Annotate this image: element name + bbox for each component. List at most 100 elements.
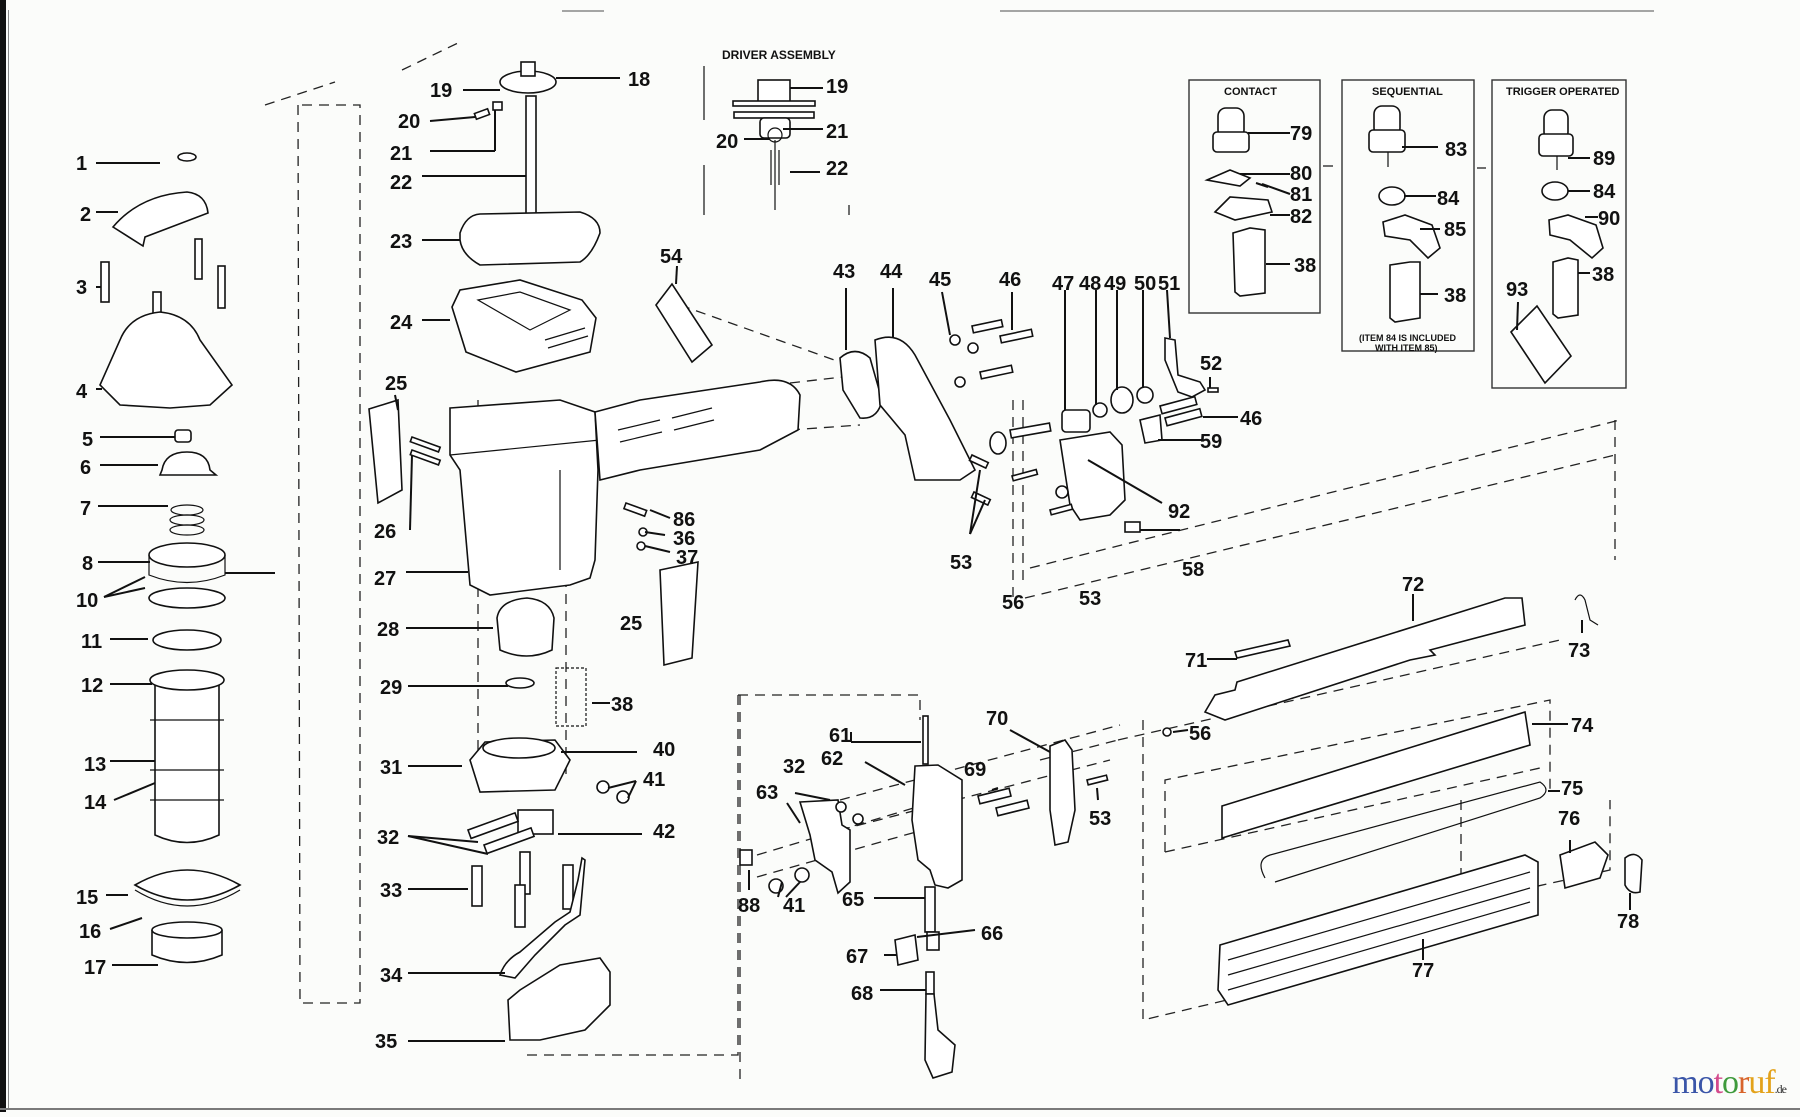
callout-49: 49	[1104, 273, 1126, 295]
part-17-bumper	[151, 930, 223, 964]
callout-62: 62	[821, 748, 843, 770]
part-67-clip	[894, 934, 919, 966]
inset-labels: CONTACT 79 80 81 82 38 SEQUENTIAL 83 84 …	[1224, 86, 1620, 353]
da-piston-rim2	[733, 111, 815, 119]
callout-labels: 1 2 3 4 5 6 7 8 10 11 12 13 14 15 16 17 …	[76, 69, 1639, 1053]
guide-magazine-inner	[1164, 699, 1551, 852]
part-23-gasket	[459, 211, 601, 266]
part-4-cylinder-cap	[99, 311, 234, 409]
part-3-bolt-b	[194, 238, 203, 280]
part-6-valve	[158, 451, 219, 476]
callout-86: 86	[673, 509, 695, 531]
callout-27: 27	[374, 568, 396, 590]
trig-callout-84: 84	[1593, 181, 1616, 203]
seq-callout-83: 83	[1445, 139, 1467, 161]
part-33-bolt-d	[562, 864, 574, 910]
part-51-lever	[1164, 337, 1207, 398]
part-41-nut-b	[616, 790, 630, 804]
part-20-pin	[473, 107, 491, 121]
inset-driver-assembly	[703, 66, 850, 215]
part-88-label	[739, 849, 753, 866]
part-65-spring	[924, 886, 936, 933]
trig-part-38	[1552, 257, 1579, 319]
driver-assembly-title: DRIVER ASSEMBLY	[722, 48, 836, 62]
contact-callout-79: 79	[1290, 123, 1312, 145]
callout-41b: 41	[783, 895, 805, 917]
part-5-nut	[174, 429, 192, 443]
leaders-trigger	[748, 729, 1099, 991]
callout-73: 73	[1568, 640, 1590, 662]
part-77-rail	[1217, 854, 1539, 1006]
callout-58: 58	[1182, 559, 1204, 581]
leaders-magazine	[1172, 594, 1631, 960]
seq-callout-84: 84	[1437, 188, 1460, 210]
guide-trigger-2	[839, 759, 1111, 831]
callout-69: 69	[964, 759, 986, 781]
part-56-screw-b	[1162, 727, 1172, 737]
callout-72: 72	[1402, 574, 1424, 596]
part-86-pin	[622, 501, 648, 518]
da-piston-top	[757, 79, 791, 103]
callout-15: 15	[76, 887, 98, 909]
callout-75: 75	[1561, 778, 1583, 800]
seq-callout-38: 38	[1444, 285, 1466, 307]
part-3-bolt-a	[100, 261, 110, 303]
part-50-washer	[1136, 386, 1154, 404]
part-12-ring	[152, 629, 222, 651]
guide-cylinder-box	[297, 104, 361, 1004]
callout-54: 54	[660, 246, 683, 268]
contact-callout-38: 38	[1294, 255, 1316, 277]
callout-53a: 53	[950, 552, 972, 574]
callout-46b: 46	[1240, 408, 1262, 430]
callout-29: 29	[380, 677, 402, 699]
part-71-strip	[1233, 639, 1292, 659]
inset-trigger-operated	[1491, 79, 1627, 389]
part-68-stem	[925, 971, 935, 995]
part-small-pin	[1049, 503, 1074, 516]
leaders-body	[394, 394, 671, 1042]
callout-50: 50	[1134, 273, 1156, 295]
da-callout-20: 20	[716, 131, 738, 153]
part-26-pin-a	[409, 435, 442, 453]
part-56-screw	[1011, 468, 1039, 482]
part-32-bolt-a	[466, 811, 520, 840]
part-61-spring	[922, 715, 929, 765]
mechanism-parts	[655, 282, 1219, 533]
callout-16: 16	[79, 921, 101, 943]
leaders-mechanism	[675, 265, 1238, 535]
callout-3: 3	[76, 277, 87, 299]
part-53-pin-c	[1086, 774, 1109, 786]
callout-32a: 32	[377, 827, 399, 849]
guide-label-54	[679, 304, 841, 363]
trig-callout-93: 93	[1506, 279, 1528, 301]
part-74-guide	[1221, 710, 1531, 840]
part-43-gasket	[839, 350, 883, 419]
callout-66: 66	[981, 923, 1003, 945]
da-callout-21: 21	[826, 121, 848, 143]
part-41-nut-a	[596, 780, 610, 794]
left-border	[0, 0, 6, 1112]
guide-cylinder-top	[264, 81, 336, 106]
callout-68: 68	[851, 983, 873, 1005]
callout-18: 18	[628, 69, 650, 91]
callout-21: 21	[390, 143, 412, 165]
seq-part-38	[1389, 261, 1421, 323]
callout-63: 63	[756, 782, 778, 804]
callout-11: 11	[81, 631, 102, 653]
callout-42: 42	[653, 821, 675, 843]
left-border-inner	[8, 10, 9, 1110]
watermark-letter: f	[1764, 1064, 1775, 1101]
guide-head-top	[401, 41, 461, 71]
seq-note-line1: (ITEM 84 IS INCLUDED	[1359, 333, 1457, 343]
part-15-plate	[133, 869, 242, 901]
seq-part-85	[1382, 214, 1441, 260]
part-13-cylinder-top	[149, 669, 225, 691]
callout-25a: 25	[385, 373, 407, 395]
contact-title: CONTACT	[1224, 86, 1277, 98]
trig-label-93	[1509, 304, 1573, 385]
callout-44: 44	[880, 261, 903, 283]
inset-sequential	[1341, 79, 1486, 352]
callout-40: 40	[653, 739, 675, 761]
part-32-screw-c	[835, 801, 847, 813]
